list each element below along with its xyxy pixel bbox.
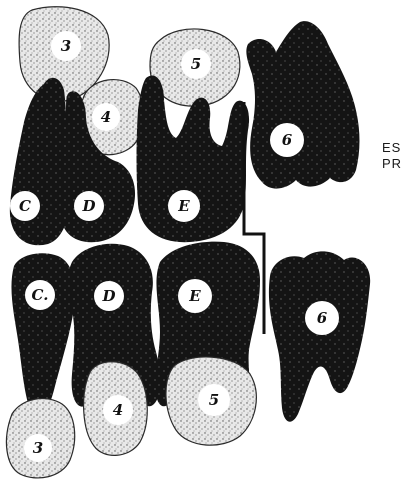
side-legend-line-1: ES: [382, 140, 402, 156]
side-legend: ES PR: [382, 140, 402, 172]
lower-tooth-6: [269, 251, 370, 421]
upper-tooth-6: [246, 21, 359, 188]
lower-tooth-c: [11, 253, 75, 418]
side-legend-line-2: PR: [382, 156, 402, 172]
